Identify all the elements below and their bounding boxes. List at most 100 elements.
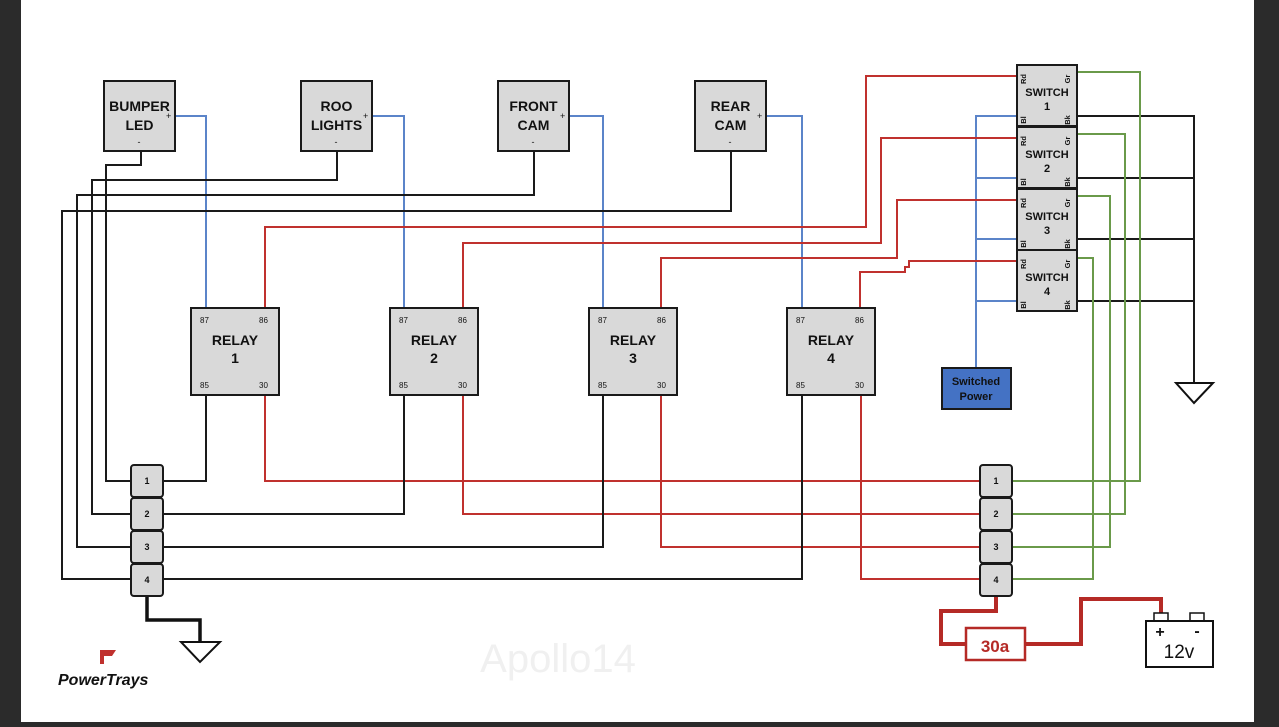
relay-pin-30: 30 [458, 381, 467, 390]
terminal-3: 3 [979, 530, 1013, 564]
relay-pin-87: 87 [399, 316, 408, 325]
battery-minus: - [1194, 623, 1199, 640]
wire-chassis-ground [145, 596, 202, 642]
battery-12v: + - 12v [1145, 612, 1214, 668]
relay-rect [190, 307, 280, 396]
wire-switch-ground-bus [1077, 115, 1195, 383]
switch-rect [1016, 64, 1078, 127]
black-wires [61, 115, 1195, 580]
switched-power-box: Switched Power [941, 367, 1012, 410]
wire-switch2-rd-relay2-86 [462, 137, 1017, 308]
relay-pin-85: 85 [200, 381, 209, 390]
wire-relay3-30-term3 [660, 395, 980, 548]
relay-pin-86: 86 [657, 316, 666, 325]
switch-pin-gr: Gr [1063, 75, 1072, 84]
wire-relay4-30-term4 [860, 395, 980, 580]
terminal-label: 3 [144, 542, 149, 552]
load-plus: + [363, 111, 368, 121]
load-label-line1: REAR [711, 98, 751, 114]
relay-label-line2: 2 [430, 350, 438, 366]
terminal-3: 3 [130, 530, 164, 564]
load-minus: - [532, 137, 535, 147]
relay-pin-85: 85 [796, 381, 805, 390]
load-rect [694, 80, 767, 152]
powertrays-logo-icon [100, 650, 116, 664]
load-minus: - [729, 137, 732, 147]
fuse-rect [964, 626, 1027, 662]
relay-label-line1: RELAY [808, 332, 855, 348]
terminal-1: 1 [130, 464, 164, 498]
left-terminal-strip: 1 2 3 4 [130, 464, 164, 597]
switch-pin-bl: Bl [1019, 116, 1028, 124]
terminal-label: 2 [144, 509, 149, 519]
switch-pin-rd: Rd [1019, 136, 1028, 146]
relay-pin-85: 85 [598, 381, 607, 390]
wire-switch3-rd-relay3-86 [660, 199, 1017, 308]
right-terminal-strip: 1 2 3 4 [979, 464, 1013, 597]
terminal-label: 1 [993, 476, 998, 486]
terminal-4: 4 [130, 563, 164, 597]
wire-switch1-gr [1012, 71, 1141, 482]
switched-power-line1: Switched [952, 376, 1000, 388]
relay-rect [389, 307, 479, 396]
terminal-label: 4 [993, 575, 998, 585]
switch-pin-gr: Gr [1063, 199, 1072, 208]
wire-relay2-85 [163, 395, 405, 515]
switch-pin-bk: Bk [1063, 299, 1072, 309]
terminal-2: 2 [979, 497, 1013, 531]
relay-pin-87: 87 [796, 316, 805, 325]
switch-pin-bk: Bk [1063, 114, 1072, 124]
terminal-rect [130, 563, 164, 597]
wire-relay4-85 [163, 395, 803, 580]
load-plus: + [757, 111, 762, 121]
load-label-line2: LED [126, 117, 154, 133]
wire-switched-power-bus [975, 115, 1017, 368]
switch-pin-bk: Bk [1063, 238, 1072, 248]
switch-label-line2: 4 [1044, 286, 1051, 298]
relay-pin-87: 87 [200, 316, 209, 325]
relay-label-line1: RELAY [610, 332, 657, 348]
switch-pin-gr: Gr [1063, 137, 1072, 146]
wire-switch1-rd-relay1-86 [264, 75, 1017, 308]
switch-label-line1: SWITCH [1025, 87, 1068, 99]
ground-icon-left [178, 641, 223, 664]
relay-label-line2: 4 [827, 350, 835, 366]
terminal-label: 3 [993, 542, 998, 552]
battery-body [1145, 620, 1214, 668]
watermark: Apollo14 [480, 637, 636, 681]
terminal-label: 4 [144, 575, 149, 585]
load-minus: - [138, 137, 141, 147]
switch-rect [1016, 249, 1078, 312]
terminal-rect [979, 563, 1013, 597]
wire-feed-to-fuse [939, 596, 998, 646]
switch-pin-bk: Bk [1063, 176, 1072, 186]
relay-pin-86: 86 [458, 316, 467, 325]
relay-pin-30: 30 [855, 381, 864, 390]
terminal-label: 2 [993, 509, 998, 519]
wire-switch2-gr [1012, 133, 1126, 515]
relay-rect [786, 307, 876, 396]
relay-pin-86: 86 [259, 316, 268, 325]
wire-switch3-gr [1012, 195, 1111, 548]
wire-switch4-rd-relay4-86 [859, 260, 1017, 308]
switch-label-line2: 3 [1044, 225, 1050, 237]
wire-bumper-led-negative [105, 150, 142, 482]
load-label-line2: LIGHTS [311, 117, 362, 133]
load-minus: - [335, 137, 338, 147]
switch-pin-bl: Bl [1019, 240, 1028, 248]
fuse-label: 30a [981, 637, 1010, 656]
terminal-2: 2 [130, 497, 164, 531]
switch-pin-bl: Bl [1019, 301, 1028, 309]
load-label-line1: FRONT [509, 98, 558, 114]
ground-icon-right [1173, 382, 1216, 405]
